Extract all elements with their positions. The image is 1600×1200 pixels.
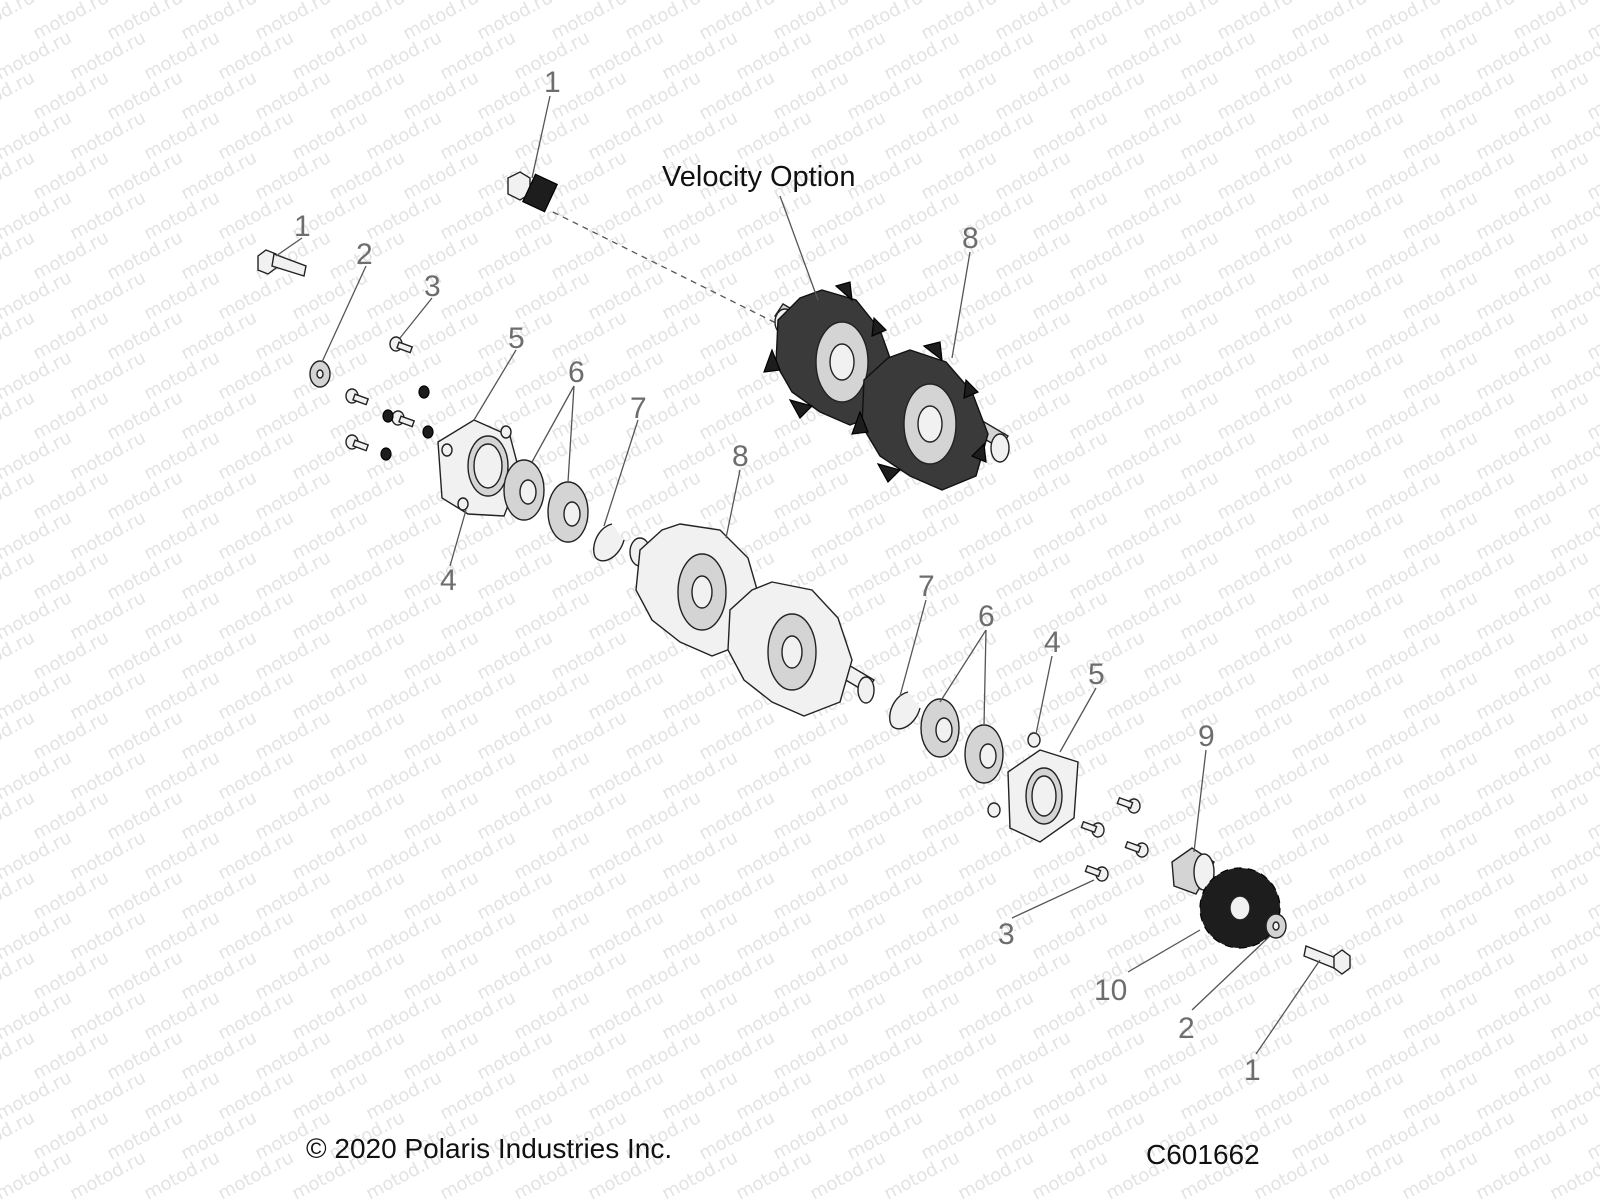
callout-numbers: 1 1 2 3 5 6 7 4 8 8 7 6 4 5 9 3 10 2 1 xyxy=(294,66,1261,1087)
callout-9: 9 xyxy=(1198,720,1215,753)
right-bearing-housing xyxy=(987,732,1079,843)
callout-4-left: 4 xyxy=(440,564,457,597)
left-bearings xyxy=(503,459,589,543)
left-bearing-housing xyxy=(437,419,521,517)
left-washer-part xyxy=(309,360,331,388)
left-screws-nuts xyxy=(345,336,434,461)
drive-sprocket xyxy=(1199,867,1281,949)
watermark-text: motod.ru xyxy=(0,0,38,44)
velocity-sprocket-shaft xyxy=(763,281,1010,491)
callout-6-right: 6 xyxy=(978,600,995,633)
alignment-dashed-line xyxy=(552,211,791,331)
velocity-option-label: Velocity Option xyxy=(662,161,855,193)
callout-2-right: 2 xyxy=(1178,1012,1195,1045)
callout-5-left: 5 xyxy=(508,322,525,355)
callout-7-right: 7 xyxy=(918,570,935,603)
right-screws xyxy=(1080,796,1149,882)
callout-7-left: 7 xyxy=(630,392,647,425)
right-bolt-part xyxy=(1303,945,1351,975)
callout-3-right: 3 xyxy=(998,918,1015,951)
left-bolt-part xyxy=(257,249,307,277)
callout-4-right: 4 xyxy=(1044,626,1061,659)
right-bearings xyxy=(920,698,1004,784)
top-bolt-part xyxy=(507,171,559,213)
callout-10: 10 xyxy=(1094,974,1127,1007)
copyright-text: © 2020 Polaris Industries Inc. xyxy=(306,1133,672,1164)
callout-1-top: 1 xyxy=(544,66,561,99)
callout-3-left: 3 xyxy=(424,270,441,303)
spacer-part xyxy=(1171,847,1215,895)
standard-sprocket-shaft xyxy=(629,523,875,717)
left-snap-ring xyxy=(593,523,625,562)
right-snap-ring xyxy=(889,691,921,730)
diagram-code: C601662 xyxy=(1146,1139,1260,1170)
callout-1-left: 1 xyxy=(294,210,311,243)
callout-8-velocity: 8 xyxy=(962,222,979,255)
right-washer-part xyxy=(1265,913,1287,939)
callout-1-right: 1 xyxy=(1244,1054,1261,1087)
callout-6-left: 6 xyxy=(568,356,585,389)
callout-8-standard: 8 xyxy=(732,440,749,473)
callout-2-left: 2 xyxy=(356,238,373,271)
leader-lines xyxy=(275,95,1321,1055)
callout-5-right: 5 xyxy=(1088,658,1105,691)
